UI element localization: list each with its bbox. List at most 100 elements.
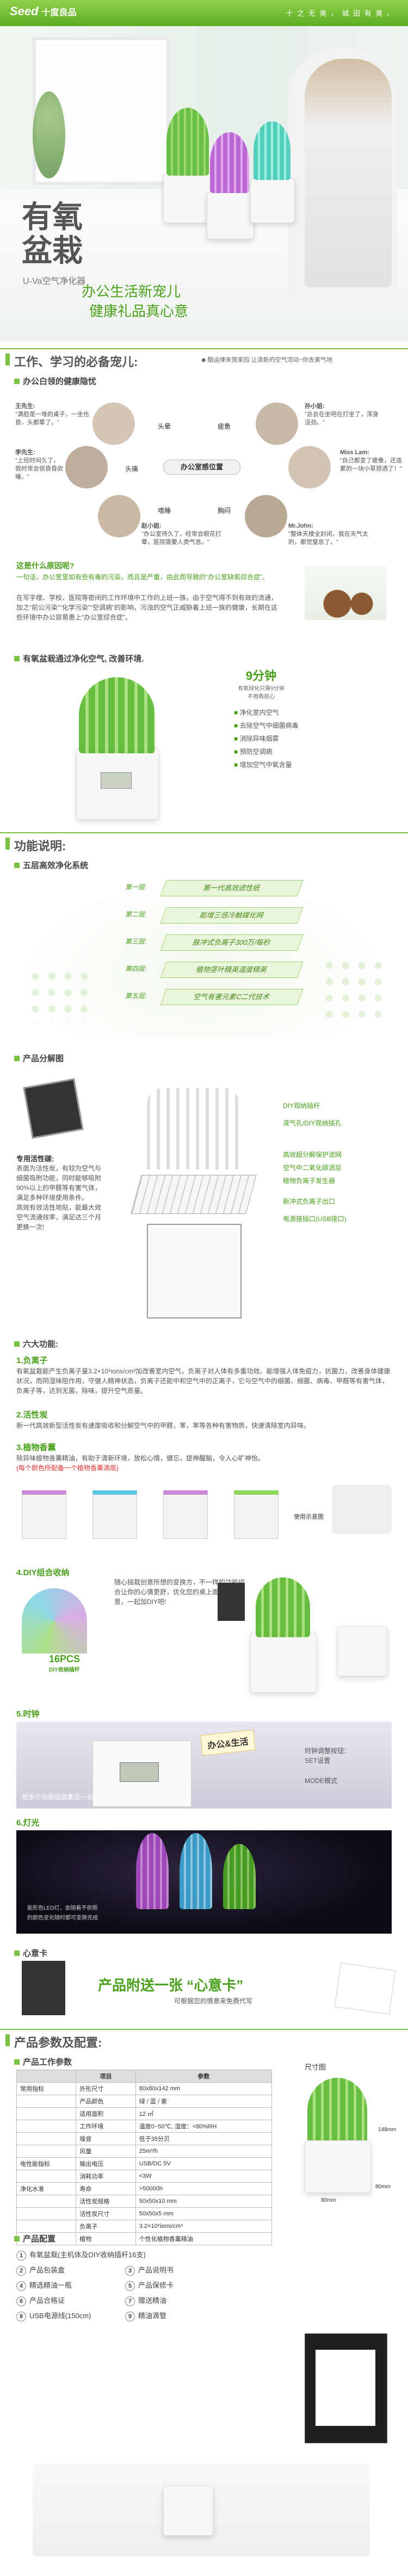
dims-title: 尺寸图 bbox=[305, 2063, 326, 2071]
part-label: 空气中二氧化碳滤层 bbox=[283, 1164, 342, 1172]
sub-card: 心意卡 bbox=[14, 1947, 47, 1959]
dim-height: 148mm bbox=[378, 2127, 397, 2133]
purify-visual: 9分钟 有氧绿化只需9分钟 不用再担心 ■ 净化室内空气 ■ 去除空气中细菌病毒… bbox=[0, 666, 408, 824]
product-display bbox=[101, 772, 132, 789]
clock-mode-label: MODE模式 bbox=[305, 1777, 338, 1785]
exploded-view: 专用活性碳: 表面为活性炭，有较为空气与细菌吸附功能，同时能够吸附90%以上的甲… bbox=[0, 1066, 408, 1327]
dimension-figure: 尺寸图 148mm 80mm 80mm bbox=[0, 2061, 408, 2208]
hero-tagline: 办公生活新宠儿健康礼品真心意 bbox=[82, 283, 189, 319]
sub-purify: 有氧盆栽通过净化空气, 改善环境. bbox=[14, 653, 144, 664]
parts-list: DIY观纳插杆 液气孔/DIY观纳插孔 高效超分解保护滤网 空气中二氧化碳滤层 … bbox=[283, 1099, 403, 1231]
part-label: DIY观纳插杆 bbox=[283, 1102, 320, 1110]
section-title-work: 工作、学习的必备宠儿: bbox=[0, 348, 408, 371]
package-pot bbox=[163, 2486, 213, 2536]
functions-text: 1.负离子 有氧盆栽能产生负离子量3.2×10⁶ions/cm³加改善室内空气，… bbox=[0, 1354, 408, 1583]
sub-exploded: 产品分解图 bbox=[14, 1052, 64, 1064]
layer-3: 肤冲式负离子300万/每秒 bbox=[160, 934, 304, 951]
clock-note: 把多个功能组装集在一台里 bbox=[22, 1793, 101, 1801]
oil-bottles bbox=[22, 1479, 279, 1539]
card-section: 产品附送一张 “心意卡” 可根据您的情意来免费代写 bbox=[0, 1961, 408, 2021]
pcs-badge: 16PCS DIY收纳插杆 bbox=[49, 1654, 81, 1673]
func-2-title: 2.活性炭 bbox=[16, 1410, 48, 1420]
office-symptom-diagram: 办公室感位置 头晕 疲惫 头痛 嗜睡 胸闷 王先生:"满脸是一堆的桌子，一坐也昏… bbox=[0, 389, 408, 552]
layer-4-label: 第四层: bbox=[125, 965, 147, 973]
patent-text: 专用活性碳: 表面为活性炭，有较为空气与细菌吸附功能，同时能够吸附90%以上的甲… bbox=[16, 1155, 102, 1231]
avatar-zhao bbox=[98, 495, 140, 537]
func-3-title: 3.植物香薰 bbox=[16, 1443, 56, 1452]
part-label: 新冲式负离子出口 bbox=[283, 1198, 336, 1205]
woman-figure bbox=[305, 59, 392, 287]
symptom-chest: 胸闷 bbox=[218, 507, 231, 515]
usage-illustration bbox=[332, 1485, 392, 1534]
func-1-text: 有氧盆栽能产生负离子量3.2×10⁶ions/cm³加改善室内空气，负离子对人体… bbox=[16, 1367, 391, 1395]
layer-2-label: 第二层: bbox=[125, 911, 147, 918]
func-4-text: 随心插栽创意所想的变换方，不一样的功能组合让你的心情更舒，优化您的桌上面加一份美… bbox=[114, 1578, 245, 1606]
petals-right bbox=[321, 957, 386, 1023]
dim-width: 80mm bbox=[321, 2197, 336, 2203]
benefit-item: 净化室内空气 bbox=[239, 709, 279, 716]
quote-john: Mr.John:"整体天楼全封闭，我在天气太的，都觉窒息了。" bbox=[288, 523, 368, 546]
func-5: 5.时钟 办公&生活 时钟调整按钮： SET设置 MODE模式 把多个功能组装集… bbox=[0, 1708, 408, 1811]
hero-title: 有氧盆栽 bbox=[22, 200, 83, 268]
func-2-text: 新一代高效新型活性炭有速度吸收和分解空气中的甲醛，苯，苯等各种有害物质，快速清除… bbox=[16, 1422, 311, 1429]
benefit-item: 去除空气中细菌病毒 bbox=[239, 722, 299, 729]
func-5-title: 5.时钟 bbox=[16, 1710, 40, 1719]
carbon-filter bbox=[23, 1078, 84, 1139]
layer-2: 能增三倍冷触媒化网 bbox=[160, 907, 304, 924]
symptom-sleepy: 嗜睡 bbox=[158, 507, 171, 515]
section-title-function: 功能说明: bbox=[0, 832, 408, 855]
sub-params: 产品工作参数 bbox=[14, 2056, 72, 2067]
desk-plant bbox=[33, 91, 65, 178]
avatar-sun bbox=[256, 403, 298, 445]
usage-label: 使用示意图 bbox=[294, 1514, 324, 1520]
product-pot-green bbox=[163, 173, 213, 223]
quote-li: 李先生:"上班时间久了，我时常会很昏昏欲睡。" bbox=[15, 449, 63, 480]
part-label: 植物负离子发生器 bbox=[283, 1177, 336, 1185]
avatar-lam bbox=[288, 446, 331, 488]
card-note: 可根据您的情意来免费代写 bbox=[174, 1997, 253, 2005]
product-pot-purple bbox=[207, 192, 254, 239]
cause-explanation: 这是什么原因呢? 一句话，办公室里如有些有毒的污染，而且是严重，由此而导致的“办… bbox=[0, 560, 408, 647]
clock-set-label: 时钟调整按钮： SET设置 bbox=[305, 1747, 351, 1764]
func-3-note: (每个颜色所配备一个植物香薰滴瓶) bbox=[16, 1464, 119, 1472]
quote-lam: Miss Lam:"自己都变了疲惫，还连累的一块小草烦透了！" bbox=[340, 449, 402, 472]
hero-subtitle: U-Va空气净化器 bbox=[23, 277, 86, 286]
layer-1: 第一代高效滤性纸 bbox=[160, 880, 304, 896]
petals-left bbox=[27, 968, 92, 1023]
table-row: 消耗功率<3W bbox=[16, 2170, 273, 2183]
dims-pot bbox=[305, 2140, 371, 2193]
layer-1-label: 第一层: bbox=[125, 883, 147, 891]
benefit-item: 消除异味烟雾 bbox=[239, 735, 279, 742]
layer-5: 空气有害元素C二代技术 bbox=[160, 989, 304, 1005]
sprout-image bbox=[305, 566, 386, 620]
avatar-wang bbox=[92, 403, 135, 445]
card-text: 产品附送一张 “心意卡” bbox=[98, 1977, 244, 1993]
five-layer-diagram: 第一层: 第一代高效滤性纸 第二层: 能增三倍冷触媒化网 第三层: 肤冲式负离子… bbox=[0, 876, 408, 1044]
layer-3-label: 第三层: bbox=[125, 938, 147, 945]
header-slogan: 十 之 无 美 ， 城 田 有 美 。 bbox=[286, 9, 395, 17]
question-title: 这是什么原因呢? bbox=[16, 561, 75, 570]
sub-six-functions: 六大功能: bbox=[14, 1338, 58, 1349]
benefits-list: ■ 净化室内空气 ■ 去除空气中细菌病毒 ■ 消除异味烟雾 ■ 预防空调病 ■ … bbox=[234, 709, 299, 769]
hero-caption: ◆ 酷运律来营家园 让清新的空气流动~你去美气地 bbox=[201, 357, 332, 363]
symptom-headache: 头痛 bbox=[125, 465, 139, 473]
top-grid bbox=[131, 1175, 257, 1214]
benefit-item: 增加空气中氧含量 bbox=[239, 761, 292, 769]
diy-pot-large bbox=[250, 1632, 317, 1693]
card-image bbox=[334, 1962, 396, 2015]
diy-pot-small bbox=[337, 1626, 387, 1676]
avatar-li bbox=[65, 446, 108, 488]
func-3-text: 除异味植物香薰精油，有助于清新环境，放松心情，健忘，提神醒脑，令人心旷神怡。 bbox=[16, 1454, 265, 1462]
diy-stand bbox=[218, 1583, 245, 1621]
